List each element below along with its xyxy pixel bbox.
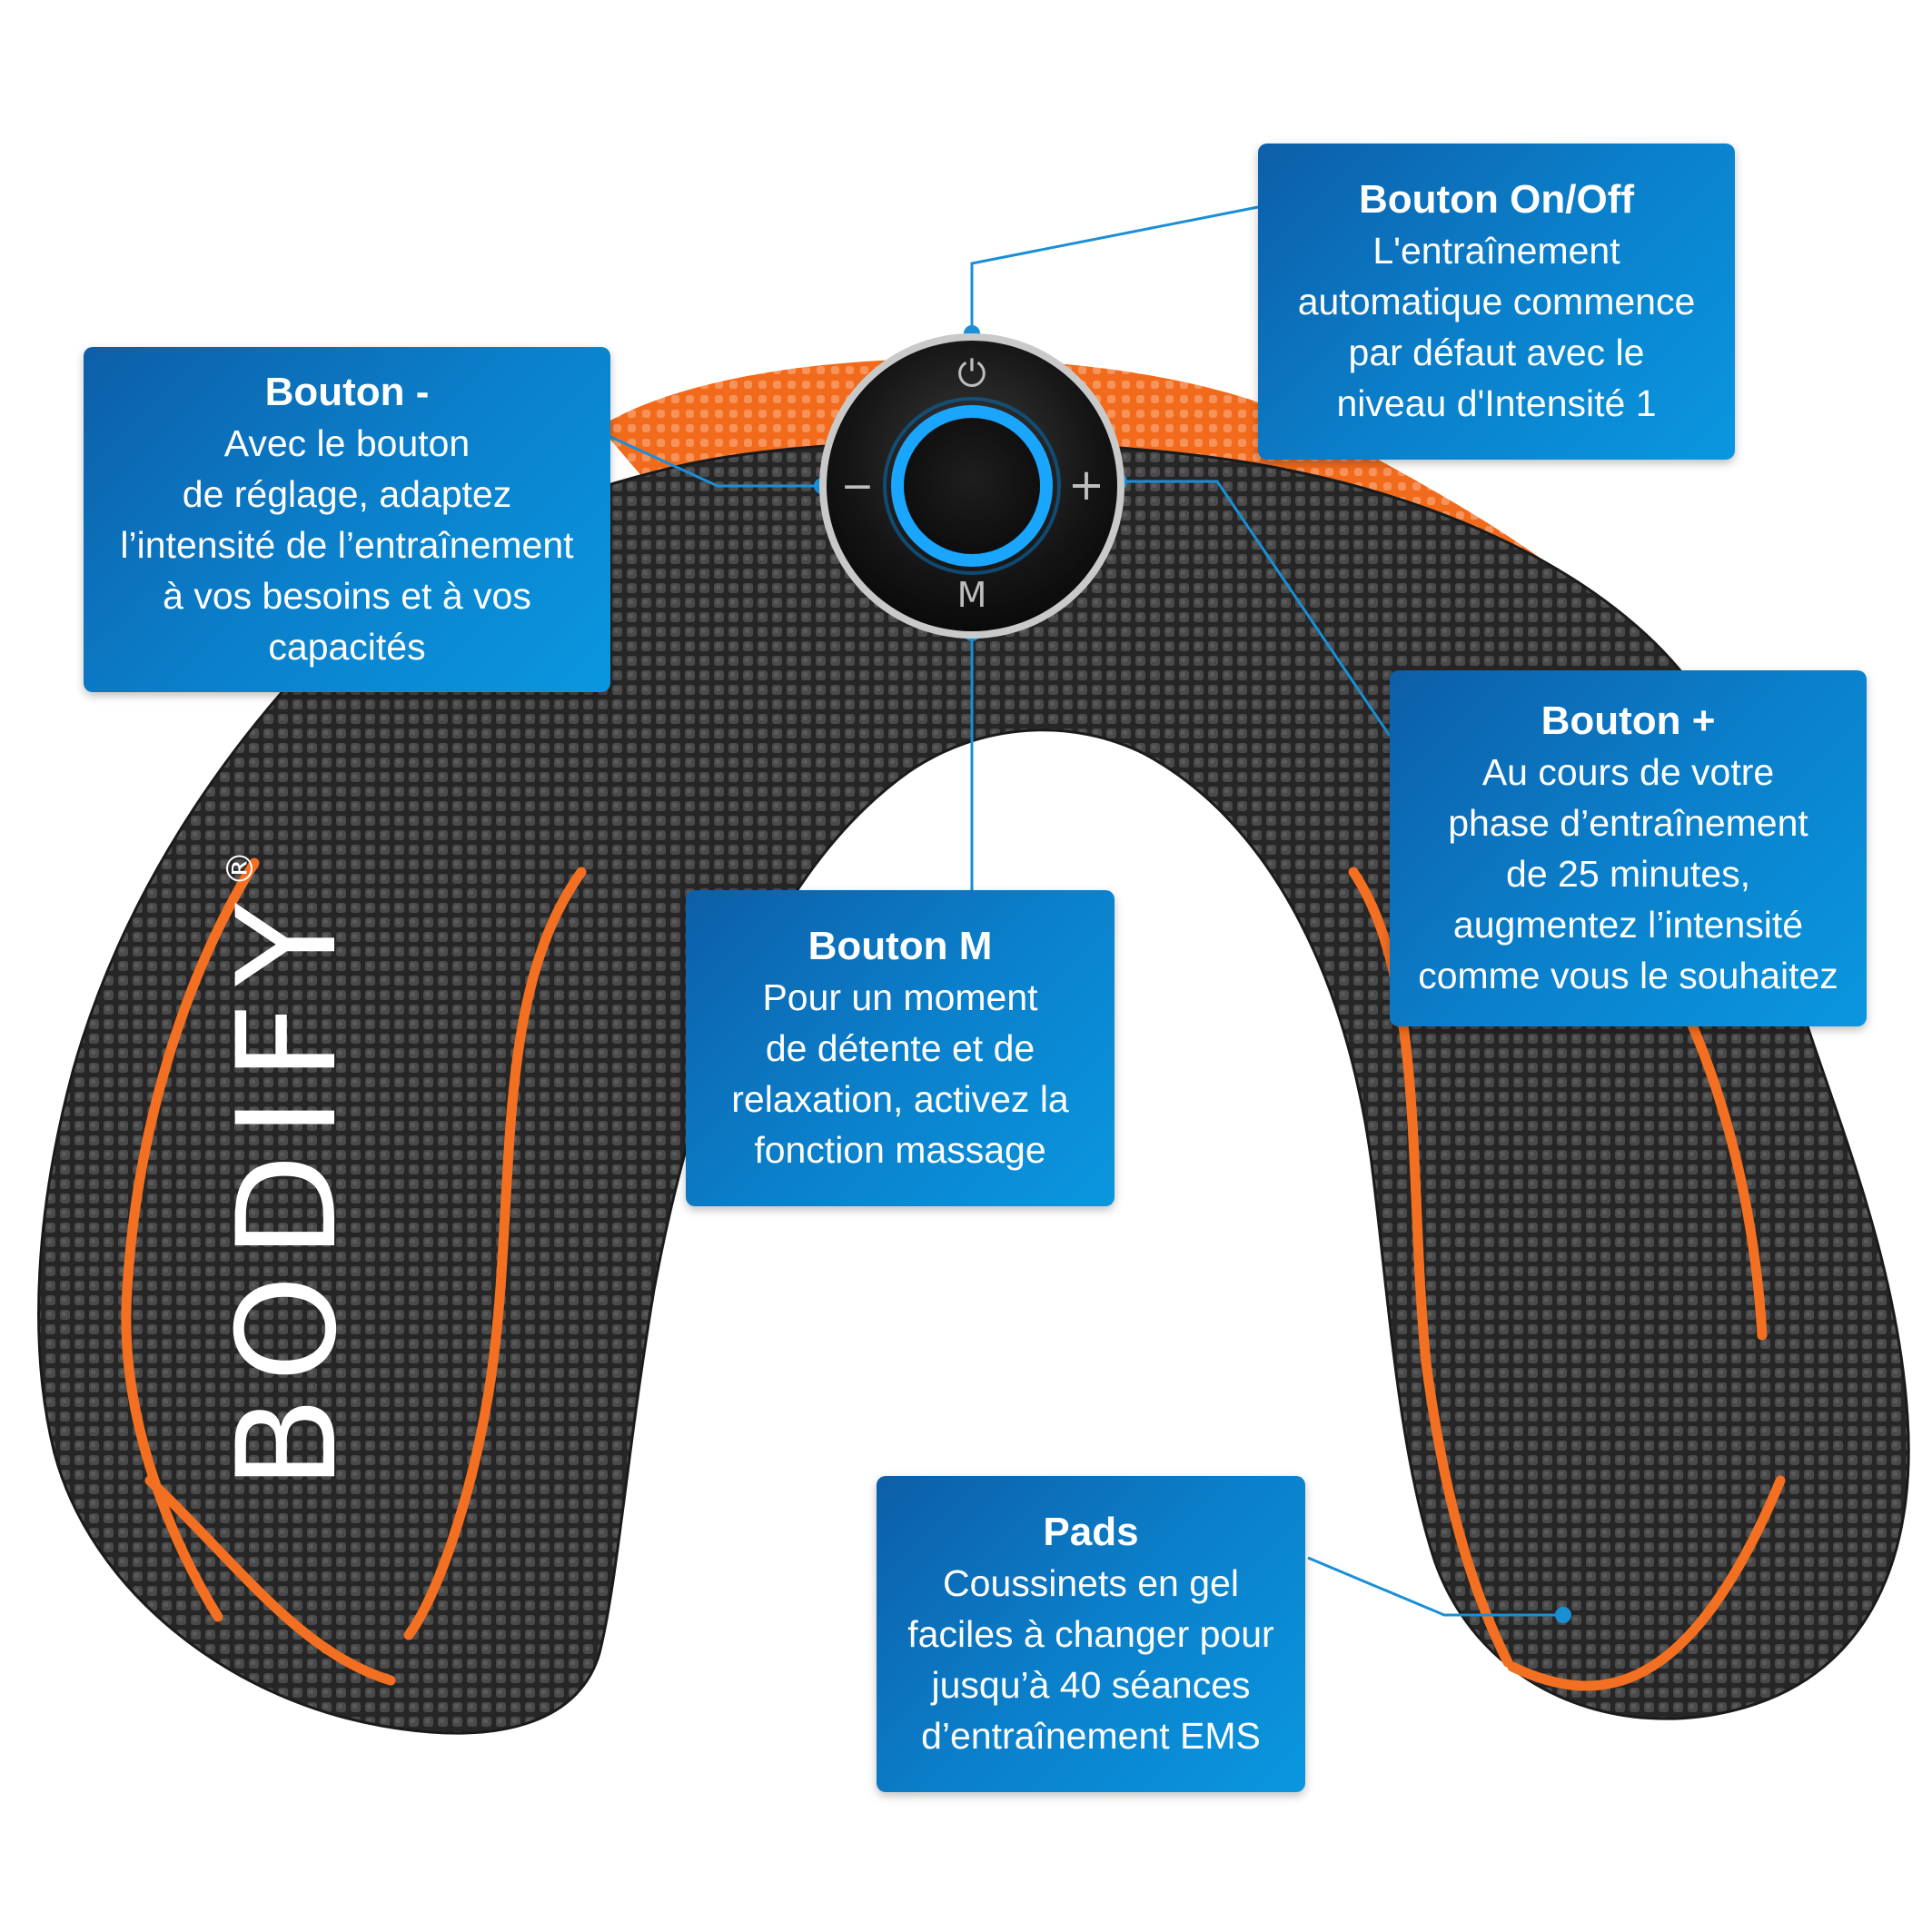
leader-dot-pads xyxy=(1555,1607,1571,1623)
pad-stripe-right-bottom xyxy=(1507,1475,1786,1691)
callout-line: jusqu’à 40 séances xyxy=(931,1664,1251,1706)
callout-line: Avec le bouton xyxy=(223,422,471,464)
plus-button-symbol[interactable]: + xyxy=(1068,460,1105,510)
callout-title: Pads xyxy=(1043,1510,1139,1554)
leader-onoff xyxy=(970,205,1259,333)
callout-title: Bouton M xyxy=(807,924,993,968)
center-ring xyxy=(891,405,1053,567)
minus-button-symbol[interactable]: − xyxy=(841,463,875,510)
callout-line: Au cours de votre xyxy=(1481,751,1775,793)
callout-line: capacités xyxy=(268,626,426,668)
callout-line: augmentez l’intensité xyxy=(1452,904,1804,946)
callout-line: par défaut avec le xyxy=(1348,332,1645,373)
callout-line: comme vous le souhaitez xyxy=(1418,955,1838,996)
callout-minus: Bouton - Avec le bouton de réglage, adap… xyxy=(84,347,610,692)
callout-title: Bouton - xyxy=(264,370,430,414)
callout-plus: Bouton + Au cours de votre phase d’entra… xyxy=(1390,670,1867,1026)
callout-line: phase d’entraînement xyxy=(1448,802,1808,844)
pad-stripe-left-inner xyxy=(403,867,587,1640)
callout-mode: Bouton M Pour un moment de détente et de… xyxy=(686,890,1115,1206)
callout-onoff: Bouton On/Off L'entraînement automatique… xyxy=(1258,144,1735,460)
callout-line: l’intensité de l’entraînement xyxy=(120,524,574,566)
callout-line: relaxation, activez la xyxy=(731,1078,1069,1120)
callout-line: à vos besoins et à vos xyxy=(163,575,531,617)
power-icon[interactable]: ⏻ xyxy=(957,353,986,395)
pad-stripe-left-bottom xyxy=(144,1475,396,1686)
registered-mark: ® xyxy=(220,850,262,887)
callout-line: de 25 minutes, xyxy=(1506,853,1750,895)
leader-minus xyxy=(608,434,822,488)
callout-line: faciles à changer pour xyxy=(907,1613,1274,1655)
callout-pads: Pads Coussinets en gel faciles à changer… xyxy=(877,1476,1305,1792)
callout-line: L'entraînement xyxy=(1372,230,1620,272)
pad-stripe-left-outer xyxy=(121,857,260,1622)
brand-name: BODIFY xyxy=(209,887,367,1490)
callout-title: Bouton + xyxy=(1541,698,1716,743)
leader-plus xyxy=(1119,480,1392,737)
callout-title: Bouton On/Off xyxy=(1358,177,1634,222)
callout-line: de détente et de xyxy=(765,1027,1035,1069)
callout-line: automatique commence xyxy=(1297,281,1696,322)
brand-logo: BODIFY® xyxy=(209,850,367,1490)
callout-line: Pour un moment xyxy=(762,976,1038,1018)
callout-line: d’entraînement EMS xyxy=(921,1715,1261,1757)
callout-line: niveau d'Intensité 1 xyxy=(1336,382,1657,424)
leader-pads xyxy=(1307,1556,1563,1617)
control-hub: ⏻ − + M xyxy=(819,333,1125,639)
mode-button-symbol[interactable]: M xyxy=(957,575,987,615)
callout-line: fonction massage xyxy=(754,1129,1046,1171)
callout-line: Coussinets en gel xyxy=(943,1562,1239,1604)
callout-line: de réglage, adaptez xyxy=(182,473,512,515)
